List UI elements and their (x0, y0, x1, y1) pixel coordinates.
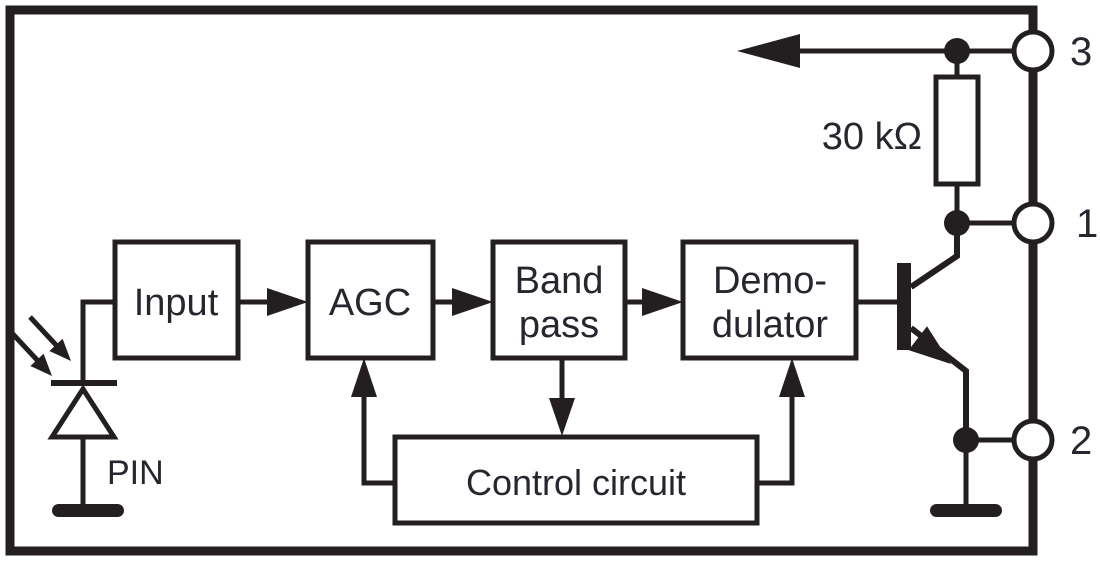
signal-arrow-icon (267, 288, 308, 316)
photodiode-anode-triangle (47, 384, 119, 440)
resistor-body (933, 74, 981, 187)
transistor-base-bar (897, 263, 911, 350)
block-control-circuit-label: Control circuit (466, 462, 686, 503)
supply-rail (737, 34, 1033, 68)
block-input-box (112, 239, 241, 361)
supply-arrow-icon (737, 34, 800, 68)
light-arrow-icon (49, 338, 71, 361)
junction-dot-ground (953, 427, 979, 453)
junction-dot-output (944, 210, 970, 236)
block-control-circuit-box (392, 434, 760, 526)
pin-1-circle (1011, 201, 1055, 245)
photodiode-top-wire (80, 299, 115, 381)
pin-2-terminal: 2 (1011, 418, 1092, 463)
block-band-pass: Band pass (490, 239, 628, 361)
junction-dot-supply (944, 38, 970, 64)
pin-photodiode: PIN (9, 299, 164, 517)
pin-1-terminal: 1 (1011, 201, 1098, 246)
light-ray-wire-2 (9, 330, 40, 363)
pin-3-circle (1011, 29, 1055, 73)
resistor-value-label: 30 kΩ (822, 116, 922, 158)
control-to-agc-wire (361, 396, 395, 486)
block-demodulator-label-line2: dulator (712, 304, 829, 346)
pin-2-label: 2 (1070, 419, 1092, 463)
control-feedback-wires (351, 358, 805, 486)
down-arrow-icon (549, 398, 575, 436)
signal-arrow-icon (642, 288, 683, 316)
block-band-pass-box (490, 239, 628, 361)
block-demodulator-label-line1: Demo- (713, 260, 827, 302)
control-to-demod-wire (757, 396, 795, 486)
photodiode-label: PIN (107, 454, 164, 492)
output-transistor (856, 223, 969, 440)
block-agc: AGC (305, 239, 436, 361)
light-arrow-icon (30, 353, 52, 376)
pullup-resistor: 30 kΩ (822, 51, 981, 223)
pin-1-label: 1 (1076, 202, 1098, 246)
up-arrow-icon (351, 358, 377, 397)
block-band-pass-label-line2: pass (519, 304, 599, 346)
ground-icon (52, 504, 124, 517)
block-band-pass-label-line1: Band (515, 260, 604, 302)
module-case-outline (5, 5, 1038, 556)
block-agc-box (305, 239, 436, 361)
block-demodulator: Demo- dulator (680, 239, 859, 361)
signal-chain-arrows (238, 288, 683, 316)
block-agc-label: AGC (329, 282, 411, 324)
pin-3-terminal: 3 (1011, 29, 1092, 74)
pin-2-circle (1011, 418, 1055, 462)
ground-icon (930, 504, 1002, 517)
light-ray-wire-1 (28, 315, 59, 348)
up-arrow-icon (779, 358, 805, 397)
block-input-label: Input (134, 282, 219, 324)
block-demodulator-box (680, 239, 859, 361)
transistor-emitter-arrow-icon (908, 326, 951, 364)
block-control-circuit: Control circuit (392, 434, 760, 526)
block-input: Input (112, 239, 241, 361)
pin-3-label: 3 (1070, 30, 1092, 74)
signal-arrow-icon (452, 288, 493, 316)
